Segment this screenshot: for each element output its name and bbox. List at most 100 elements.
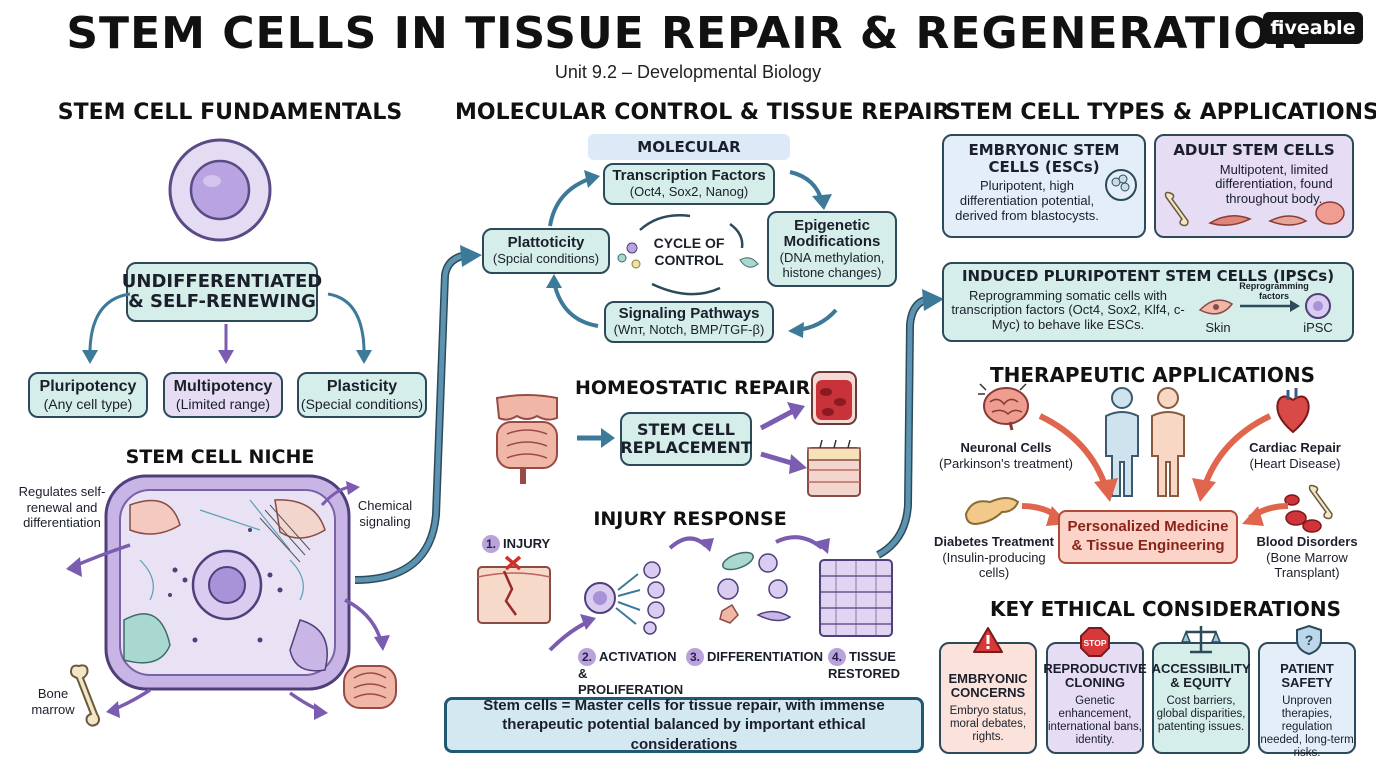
ipsc-card: INDUCED PLURIPOTENT STEM CELLS (IPSCs) R…	[942, 262, 1354, 342]
injury-step-4: 4.TISSUE RESTORED	[828, 648, 900, 682]
brand-logo[interactable]: fiveable	[1263, 12, 1363, 44]
adult-title: ADULT STEM CELLS	[1173, 141, 1335, 159]
neuronal-title: Neuronal Cells	[960, 440, 1052, 455]
blastocyst-icon	[1105, 169, 1137, 201]
plasticity-control-title: Plattoticity	[507, 234, 585, 252]
neuronal-label: Neuronal Cells (Parkinson's treatment)	[936, 440, 1076, 471]
ipsc-from-label: Skin	[1205, 320, 1231, 335]
injury-step-2: 2.ACTIVATION & PROLIFERATION	[578, 648, 688, 699]
signaling-sub: (Wnт, Notch, BMP/TGF-β)	[613, 321, 765, 337]
homeostatic-heading: HOMEOSTATIC REPAIR	[575, 377, 811, 399]
injury-sequence-arrows	[548, 535, 830, 652]
intestine-icon	[343, 665, 397, 709]
restored-tissue-icon	[819, 559, 893, 637]
personalized-line-1: Personalized Medicine	[1067, 518, 1229, 536]
proliferation-cells-icon	[584, 561, 665, 635]
adult-desc: Multipotent, limited differentiation, fo…	[1215, 161, 1333, 207]
ethics-card-safety: PATIENT SAFETY Unproven therapies, regul…	[1258, 642, 1356, 759]
step-3-label: DIFFERENTIATION	[707, 649, 824, 664]
ethics-cloning-title: REPRODUCTIVE CLONING	[1043, 661, 1147, 691]
intestine-repair-icon	[495, 394, 558, 484]
cardiac-label: Cardiac Repair (Heart Disease)	[1240, 440, 1350, 471]
cardiac-title: Cardiac Repair	[1249, 440, 1341, 455]
plasticity-sub: (Special conditions)	[300, 395, 424, 412]
epigenetic-box: Epigenetic Modifications (DNA methylatio…	[767, 211, 897, 287]
pluripotency-title: Pluripotency	[39, 378, 137, 396]
stop-sign-text: STOP	[1084, 638, 1107, 648]
esc-desc: Pluripotent, high differentiation potent…	[955, 178, 1099, 223]
multipotency-box: Multipotency (Limited range)	[163, 372, 283, 418]
replacement-line-1: STEM CELL	[637, 420, 735, 440]
stop-sign-icon: STOP	[1080, 627, 1110, 657]
bone-icon	[69, 664, 100, 727]
step-3-num: 3.	[686, 648, 704, 666]
niche-label-bone: Bone marrow	[31, 686, 75, 717]
heart-icon	[1276, 388, 1310, 434]
ipsc-title: INDUCED PLURIPOTENT STEM CELLS (IPSCs)	[961, 267, 1335, 285]
molecular-heading: MOLECULAR CONTROL & TISSUE REPAIR	[455, 100, 950, 125]
summary-line-2: therapeutic potential balanced by import…	[502, 716, 866, 753]
ethics-embryonic-desc: Embryo status, moral debates, rights.	[949, 704, 1027, 744]
ethics-accessibility-title: ACCESSIBILITY & EQUITY	[1151, 661, 1251, 691]
niche-label-chemical: Chemical signaling	[357, 498, 413, 529]
ipsc-conversion-icon	[1198, 293, 1331, 319]
page-title: STEM CELLS IN TISSUE REPAIR & REGENERATI…	[66, 8, 1310, 59]
blood-cells-icon	[1284, 484, 1333, 533]
pancreas-icon	[964, 497, 1020, 526]
personalized-medicine-box: Personalized Medicine & Tissue Engineeri…	[1058, 510, 1238, 564]
step-4-num: 4.	[828, 648, 847, 666]
stem-cell-illustration	[168, 138, 272, 242]
step-2-label: ACTIVATION & PROLIFERATION	[578, 649, 684, 698]
warning-icon	[973, 627, 1003, 653]
ethics-embryonic-title: EMBRYONIC CONCERNS	[948, 671, 1028, 701]
blood-label: Blood Disorders (Bone Marrow Transplant)	[1252, 534, 1362, 581]
epigenetic-sub: (DNA methylation, histone changes)	[779, 249, 885, 280]
blood-bag-icon	[811, 371, 857, 425]
repair-to-types-arrow	[875, 289, 944, 559]
brain-icon	[978, 383, 1029, 431]
ipsc-to-label: iPSC	[1303, 320, 1333, 335]
replacement-out-arrows	[759, 402, 807, 474]
therapeutic-heading: THERAPEUTIC APPLICATIONS	[990, 363, 1316, 387]
ethics-safety-title: PATIENT SAFETY	[1280, 661, 1334, 691]
injury-heading: INJURY RESPONSE	[593, 508, 787, 530]
skin-layers-icon	[807, 439, 861, 497]
step-4-label: TISSUE RESTORED	[828, 649, 900, 681]
diabetes-sub: (Insulin-producing cells)	[942, 549, 1046, 581]
plasticity-control-sub: (Spcial conditions)	[492, 250, 600, 266]
core-line-1: UNDIFFERENTIATED	[121, 271, 323, 293]
niche-to-molecular-arrow	[354, 245, 482, 584]
step-1-num: 1.	[482, 535, 500, 553]
core-line-2: & SELF-RENEWING	[128, 291, 316, 312]
plasticity-control-box: Plattoticity (Spcial conditions)	[482, 228, 610, 274]
transcription-title: Transcription Factors	[612, 167, 766, 185]
signaling-title: Signaling Pathways	[618, 305, 760, 323]
replacement-line-2: REPLACEMENT	[620, 438, 752, 457]
plasticity-box: Plasticity (Special conditions)	[297, 372, 427, 418]
pluripotency-box: Pluripotency (Any cell type)	[28, 372, 148, 418]
plasticity-title: Plasticity	[326, 378, 398, 396]
cardiac-sub: (Heart Disease)	[1249, 455, 1341, 471]
step-2-num: 2.	[578, 648, 596, 666]
ethics-cloning-desc: Genetic enhancement, international bans,…	[1048, 694, 1142, 747]
injury-step-1: 1.INJURY	[482, 535, 550, 553]
replacement-arrow	[577, 428, 615, 448]
ethics-safety-desc: Unproven therapies, regulation needed, l…	[1260, 694, 1354, 760]
pluripotency-sub: (Any cell type)	[43, 395, 133, 412]
esc-title: EMBRYONIC STEM CELLS (ESCs)	[968, 141, 1120, 176]
potency-arrows	[82, 292, 372, 364]
niche-arrows	[66, 481, 390, 720]
ethics-heading: KEY ETHICAL CONSIDERATIONS	[990, 597, 1342, 621]
blood-title: Blood Disorders	[1256, 534, 1358, 549]
scales-icon	[1180, 626, 1222, 654]
human-figures-icon	[1105, 387, 1185, 497]
multipotency-title: Multipotency	[173, 378, 273, 396]
cycle-label: CYCLE OF CONTROL	[653, 235, 725, 268]
personalized-line-2: & Tissue Engineering	[1071, 537, 1225, 554]
core-properties-box: UNDIFFERENTIATED & SELF-RENEWING	[122, 262, 322, 322]
ethics-accessibility-desc: Cost barriers, global disparities, paten…	[1156, 694, 1246, 734]
neuronal-sub: (Parkinson's treatment)	[939, 455, 1073, 471]
niche-heading: STEM CELL NICHE	[125, 446, 315, 468]
ethics-card-cloning: REPRODUCTIVE CLONING Genetic enhancement…	[1043, 642, 1147, 754]
injured-tissue-icon	[477, 555, 551, 624]
